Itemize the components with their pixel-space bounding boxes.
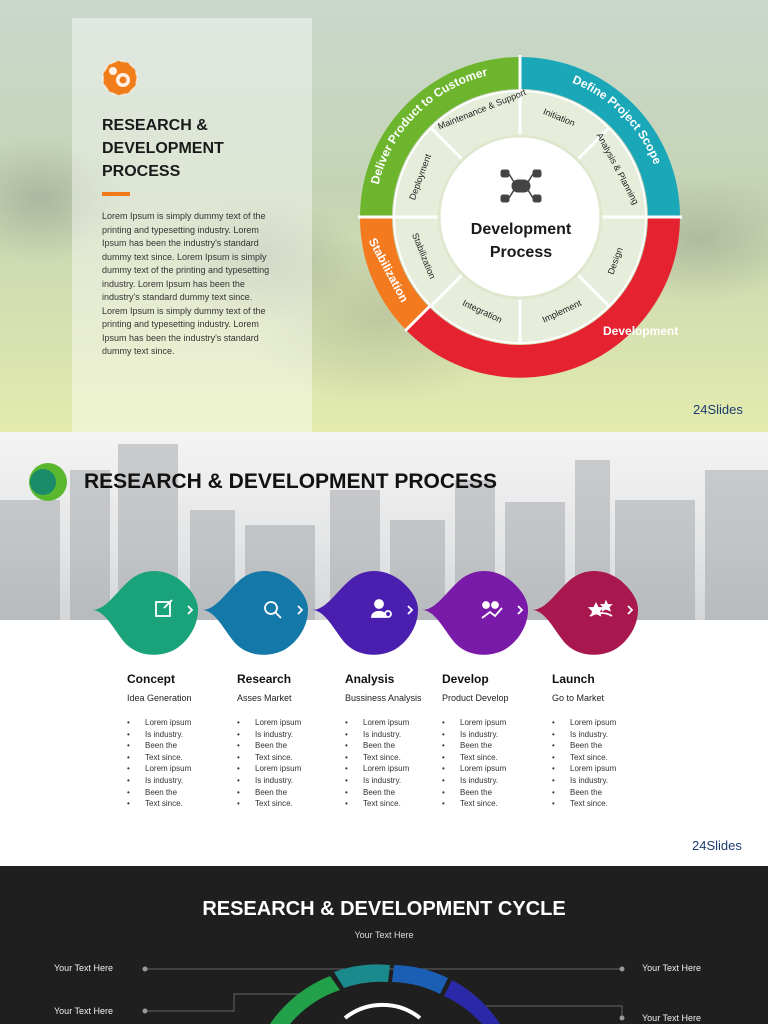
center-label-line1: Development — [471, 221, 572, 238]
user-search-icon — [371, 599, 392, 618]
brand-logo: 24Slides — [692, 838, 742, 853]
center-label-line2: Process — [490, 244, 552, 261]
step-subheading: Asses Market — [237, 693, 292, 703]
chevron-right-icons — [187, 605, 634, 615]
step-column-research: Research Asses Market Lorem ipsumIs indu… — [237, 672, 337, 810]
step-arrow-develop — [422, 571, 528, 655]
title-underline — [102, 192, 130, 196]
step-subheading: Go to Market — [552, 693, 605, 703]
cycle-segment-indigo — [444, 980, 500, 1024]
step-bullets: Lorem ipsumIs industry.Been theText sinc… — [237, 717, 337, 810]
step-column-launch: Launch Go to Market Lorem ipsumIs indust… — [552, 672, 652, 810]
outer-segment-define-scope — [520, 57, 680, 217]
step-bullets: Lorem ipsumIs industry.Been theText sinc… — [442, 717, 542, 810]
slide-title: RESEARCH & DEVELOPMENT PROCESS — [84, 470, 498, 493]
outer-segment-deliver — [360, 57, 520, 217]
step-bullets: Lorem ipsumIs industry.Been theText sinc… — [345, 717, 445, 810]
slide-subtitle: Your Text Here — [354, 930, 414, 940]
cycle-segment-green — [270, 976, 340, 1024]
body-text: Lorem Ipsum is simply dummy text of the … — [102, 211, 270, 356]
step-heading: Concept — [127, 672, 175, 686]
label-right-1: Your Text Here — [642, 963, 702, 973]
label-left-1: Your Text Here — [54, 963, 114, 973]
label-right-2: Your Text Here — [642, 1013, 702, 1023]
cycle-segment-blue — [392, 965, 448, 994]
step-column-concept: Concept Idea Generation Lorem ipsumIs in… — [127, 672, 227, 810]
launch-stars-icon — [587, 599, 613, 617]
step-subheading: Product Develop — [442, 693, 509, 703]
outer-label-development: Development — [603, 324, 678, 338]
step-arrow-concept — [92, 571, 198, 655]
edit-icon — [155, 599, 173, 617]
cycle-diagram — [142, 964, 625, 1024]
search-icon — [264, 601, 282, 619]
process-wheel: Define Project Scope Development Stabili… — [358, 55, 682, 378]
gear-logo-icon — [102, 60, 138, 96]
process-arrow-chain — [92, 571, 638, 655]
center-hub — [437, 134, 603, 300]
step-arrow-research — [202, 571, 308, 655]
title-dot-icon — [29, 463, 67, 501]
step-bullets: Lorem ipsumIs industry.Been theText sinc… — [127, 717, 227, 810]
outer-segment-development — [406, 217, 681, 378]
step-arrow-launch — [532, 571, 638, 655]
slide-rd-process-wheel: RESEARCH & DEVELOPMENT PROCESS Lorem Ips… — [0, 0, 768, 432]
network-icon — [500, 169, 542, 203]
step-subheading: Bussiness Analysis — [345, 693, 422, 703]
step-heading: Launch — [552, 672, 595, 686]
step-column-develop: Develop Product Develop Lorem ipsumIs in… — [442, 672, 542, 810]
step-subheading: Idea Generation — [127, 693, 192, 703]
brand-logo: 24Slides — [693, 402, 743, 417]
step-arrow-analysis — [312, 571, 418, 655]
cycle-segment-teal — [334, 964, 390, 988]
step-column-analysis: Analysis Bussiness Analysis Lorem ipsumI… — [345, 672, 445, 810]
step-heading: Research — [237, 672, 292, 686]
slide-rd-process-steps: RESEARCH & DEVELOPMENT PROCESS — [0, 432, 768, 866]
slide-title: RESEARCH & DEVELOPMENT PROCESS — [102, 117, 224, 180]
outer-segment-stabilization — [359, 217, 429, 330]
svg-text:Development: Development — [603, 324, 678, 338]
step-heading: Analysis — [345, 672, 395, 686]
team-growth-icon — [481, 601, 503, 619]
slide-title: RESEARCH & DEVELOPMENT CYCLE — [202, 898, 566, 920]
label-left-2: Your Text Here — [54, 1006, 114, 1016]
step-heading: Develop — [442, 672, 489, 686]
step-bullets: Lorem ipsumIs industry.Been theText sinc… — [552, 717, 652, 810]
slide-rd-cycle: RESEARCH & DEVELOPMENT CYCLE Your Text H… — [0, 866, 768, 1024]
